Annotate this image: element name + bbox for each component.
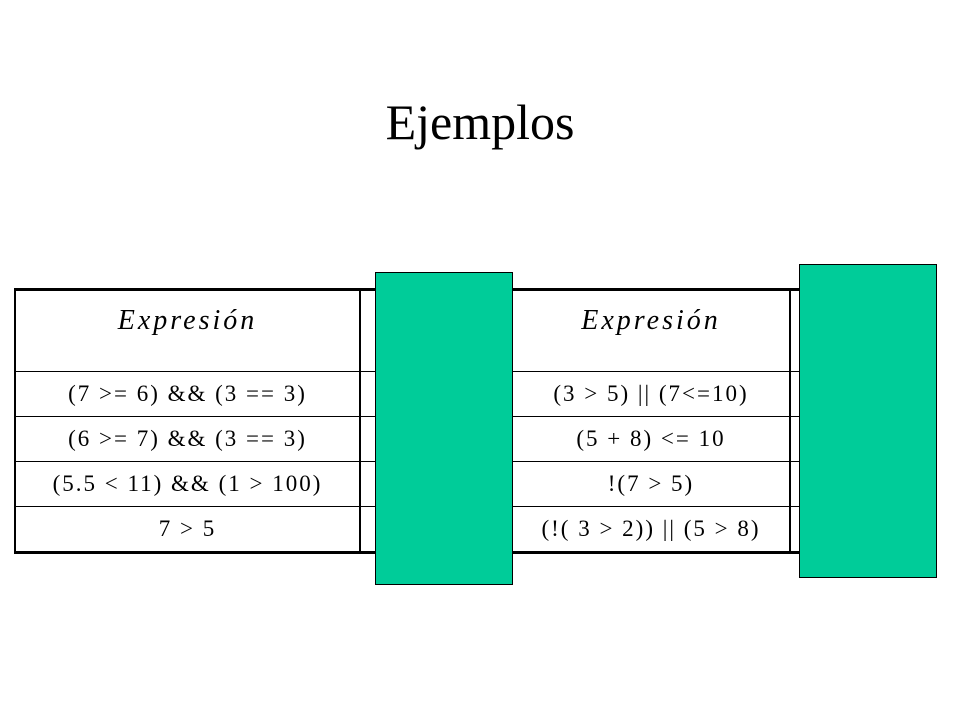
expression-cell: (7 >= 6) && (3 == 3) [14, 371, 361, 417]
expression-cell: (3 > 5) || (7<=10) [511, 371, 791, 417]
expression-cell: (6 >= 7) && (3 == 3) [14, 416, 361, 462]
header-cell-expression-right: Expresión [511, 288, 791, 372]
expression-cell: 7 > 5 [14, 506, 361, 554]
slide-title: Ejemplos [385, 94, 575, 150]
result-cover-block-right[interactable] [799, 264, 937, 578]
expression-cell: (5.5 < 11) && (1 > 100) [14, 461, 361, 507]
expression-cell: (!( 3 > 2)) || (5 > 8) [511, 506, 791, 554]
expression-cell: !(7 > 5) [511, 461, 791, 507]
expression-cell: (5 + 8) <= 10 [511, 416, 791, 462]
result-cover-block-left[interactable] [375, 272, 513, 585]
header-cell-expression-left: Expresión [14, 288, 361, 372]
